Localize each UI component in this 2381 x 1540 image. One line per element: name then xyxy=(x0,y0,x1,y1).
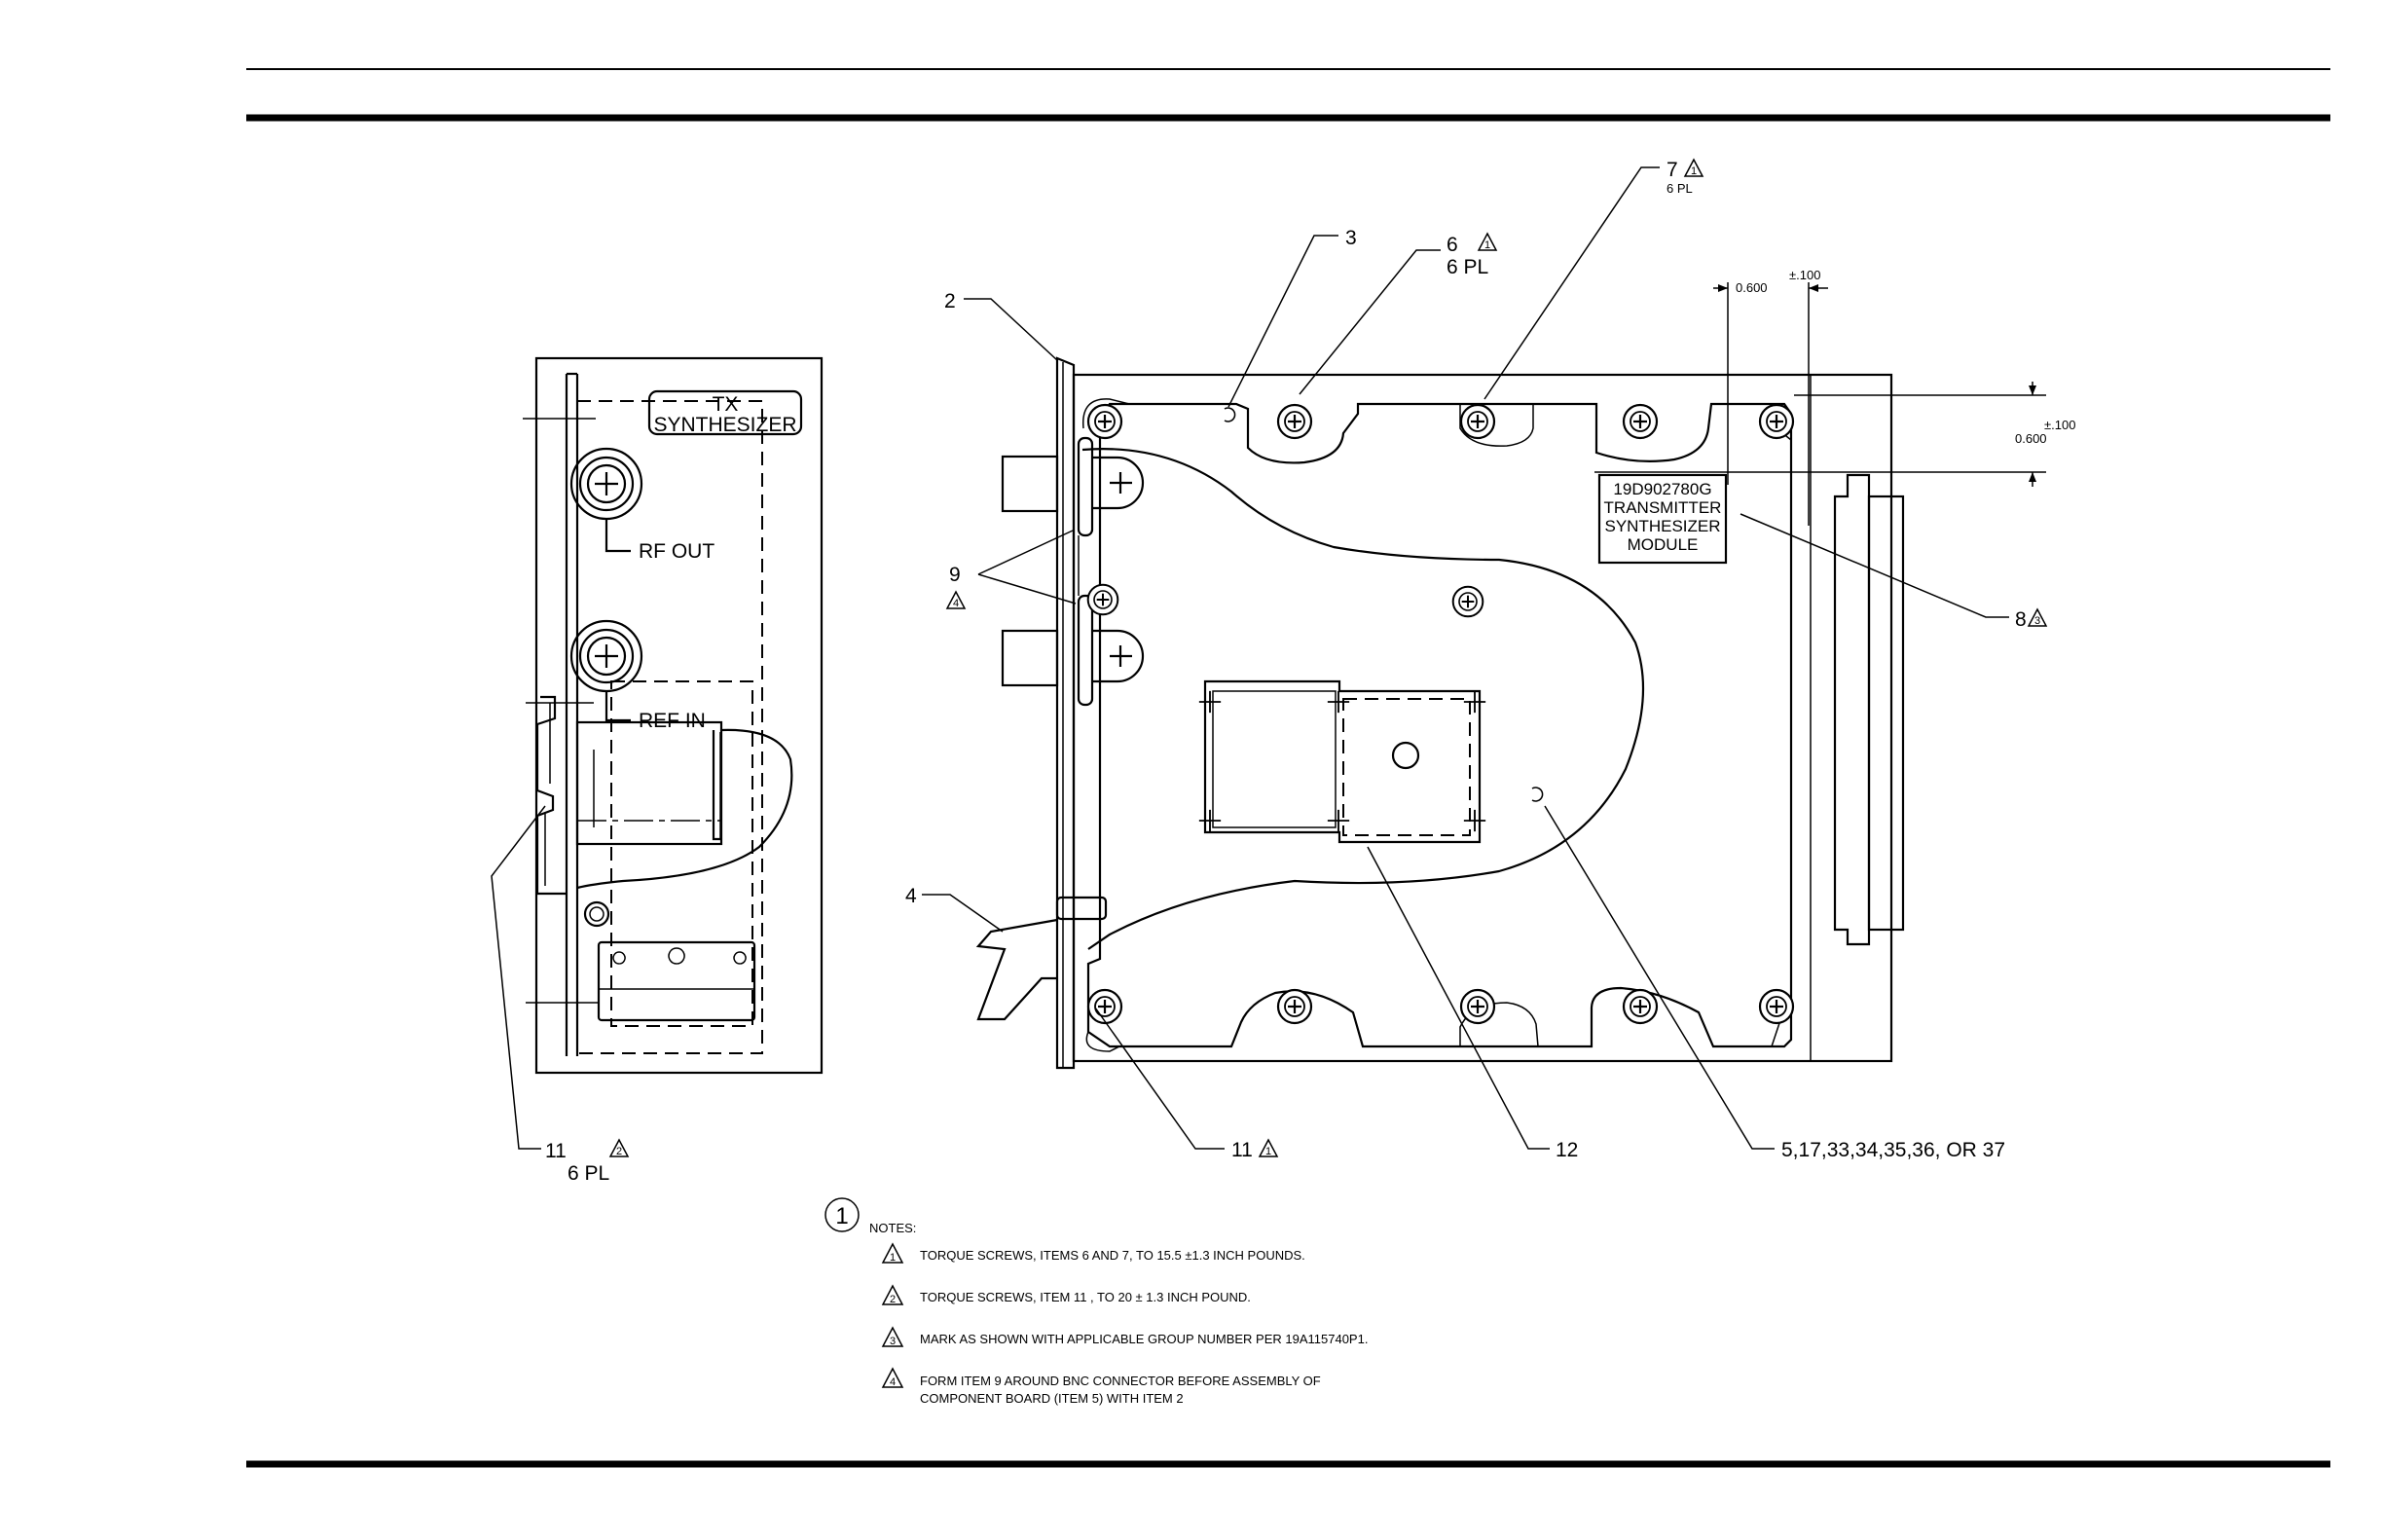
callout-leaders xyxy=(922,166,2009,1150)
callout-8: 8 xyxy=(2015,608,2027,631)
note-item-1: 1 TORQUE SCREWS, ITEMS 6 AND 7, TO 15.5 … xyxy=(881,1242,1305,1264)
screw-icon xyxy=(1459,403,1496,440)
notes-block: 1 NOTES: 1 TORQUE SCREWS, ITEMS 6 AND 7,… xyxy=(824,1197,1368,1406)
callout-4: 4 xyxy=(905,885,917,907)
panel-title-line2: SYNTHESIZER xyxy=(653,414,796,436)
ref-in-connector-icon xyxy=(569,619,643,693)
svg-text:COMPONENT BOARD (ITEM 5) WITH: COMPONENT BOARD (ITEM 5) WITH ITEM 2 xyxy=(920,1391,1184,1406)
svg-text:MARK AS SHOWN WITH APPLICABLE: MARK AS SHOWN WITH APPLICABLE GROUP NUMB… xyxy=(920,1332,1368,1346)
callout-6-pl: 6 PL xyxy=(1447,256,1488,278)
bnc-connector-lower-icon xyxy=(1001,594,1145,707)
note-item-3: 3 MARK AS SHOWN WITH APPLICABLE GROUP NU… xyxy=(881,1326,1368,1347)
flag-1-icon: 1 xyxy=(1683,158,1704,177)
notes-heading: NOTES: xyxy=(869,1221,916,1235)
screw-icon xyxy=(1459,988,1496,1025)
svg-text:0.600: 0.600 xyxy=(2015,431,2047,446)
svg-text:±.100: ±.100 xyxy=(1789,268,1820,282)
svg-text:1: 1 xyxy=(1691,165,1697,177)
svg-text:±.100: ±.100 xyxy=(2044,418,2075,432)
screw-icon xyxy=(1086,988,1123,1025)
svg-text:2: 2 xyxy=(890,1294,896,1305)
rf-out-connector-icon xyxy=(569,447,643,521)
svg-text:1: 1 xyxy=(1265,1146,1271,1157)
screw-icon xyxy=(1758,403,1795,440)
screw-icon xyxy=(1622,403,1659,440)
flag-4-icon: 4 xyxy=(945,590,967,609)
svg-text:0.600: 0.600 xyxy=(1736,280,1768,295)
callout-7: 7 xyxy=(1667,159,1678,181)
svg-text:3: 3 xyxy=(2034,615,2040,627)
flag-3-icon: 3 xyxy=(2027,607,2048,627)
svg-text:4: 4 xyxy=(953,598,959,609)
panel-title-line1: TX xyxy=(713,393,739,416)
svg-text:1: 1 xyxy=(890,1252,896,1264)
note-item-2: 2 TORQUE SCREWS, ITEM 11 , TO 20 ± 1.3 I… xyxy=(881,1284,1251,1305)
screw-icon xyxy=(1276,988,1313,1025)
top-dimension: 0.600 ±.100 xyxy=(1713,268,1828,526)
svg-text:19D902780G: 19D902780G xyxy=(1613,480,1711,498)
note-item-4: 4 FORM ITEM 9 AROUND BNC CONNECTOR BEFOR… xyxy=(881,1367,1321,1406)
screw-icon xyxy=(1276,403,1313,440)
label-plate: 19D902780G TRANSMITTER SYNTHESIZER MODUL… xyxy=(1597,473,1728,565)
screw-icon xyxy=(1086,583,1119,616)
svg-text:MODULE: MODULE xyxy=(1628,535,1699,554)
svg-text:FORM ITEM 9 AROUND BNC CONNECT: FORM ITEM 9 AROUND BNC CONNECTOR BEFORE … xyxy=(920,1374,1321,1388)
flag-1-icon: 1 xyxy=(1258,1138,1279,1157)
screw-icon xyxy=(1451,585,1484,618)
screw-icon xyxy=(1758,988,1795,1025)
svg-text:3: 3 xyxy=(890,1336,896,1347)
rf-out-label: RF OUT xyxy=(639,540,714,563)
screw-icon xyxy=(1622,988,1659,1025)
flag-1-icon: 1 xyxy=(1477,232,1498,251)
callout-11-left: 11 xyxy=(545,1140,567,1162)
page-rules xyxy=(246,68,2330,1468)
callout-9: 9 xyxy=(949,564,961,586)
cross-icon xyxy=(1197,808,1223,833)
svg-text:TRANSMITTER: TRANSMITTER xyxy=(1604,498,1722,517)
callout-11-right: 11 xyxy=(1231,1139,1253,1161)
cross-icon xyxy=(1462,689,1487,715)
cross-icon xyxy=(1197,689,1223,715)
svg-text:2: 2 xyxy=(616,1146,622,1157)
bnc-connector-upper-icon xyxy=(1001,436,1145,537)
notes-circle-number: 1 xyxy=(835,1203,848,1229)
callout-3: 3 xyxy=(1345,227,1357,249)
svg-text:SYNTHESIZER: SYNTHESIZER xyxy=(1604,517,1720,535)
cross-icon xyxy=(1326,689,1351,715)
front-panel-view: TX SYNTHESIZER RF OUT REF IN xyxy=(491,356,824,1185)
callout-11-left-pl: 6 PL xyxy=(568,1162,609,1185)
screw-icon xyxy=(1086,403,1123,440)
svg-text:TORQUE SCREWS, ITEM 11 , TO 20: TORQUE SCREWS, ITEM 11 , TO 20 ± 1.3 INC… xyxy=(920,1290,1251,1304)
flag-2-icon: 2 xyxy=(608,1138,630,1157)
title-plate xyxy=(647,389,803,436)
side-dimension: 0.600 ±.100 xyxy=(1594,382,2075,487)
callout-12: 12 xyxy=(1556,1139,1578,1161)
top-view: 19D902780G TRANSMITTER SYNTHESIZER MODUL… xyxy=(905,158,2075,1161)
svg-text:4: 4 xyxy=(890,1376,896,1388)
callout-items-5-17-33: 5,17,33,34,35,36, OR 37 xyxy=(1781,1139,2005,1161)
callout-2: 2 xyxy=(944,290,956,312)
callout-7-pl: 6 PL xyxy=(1667,181,1693,196)
svg-text:TORQUE SCREWS, ITEMS 6 AND 7,: TORQUE SCREWS, ITEMS 6 AND 7, TO 15.5 ±1… xyxy=(920,1248,1305,1263)
cross-icon xyxy=(1326,808,1351,833)
callout-6: 6 xyxy=(1447,234,1458,256)
cross-icon xyxy=(1462,808,1487,833)
ref-in-label: REF IN xyxy=(639,710,706,732)
svg-text:1: 1 xyxy=(1484,239,1490,251)
